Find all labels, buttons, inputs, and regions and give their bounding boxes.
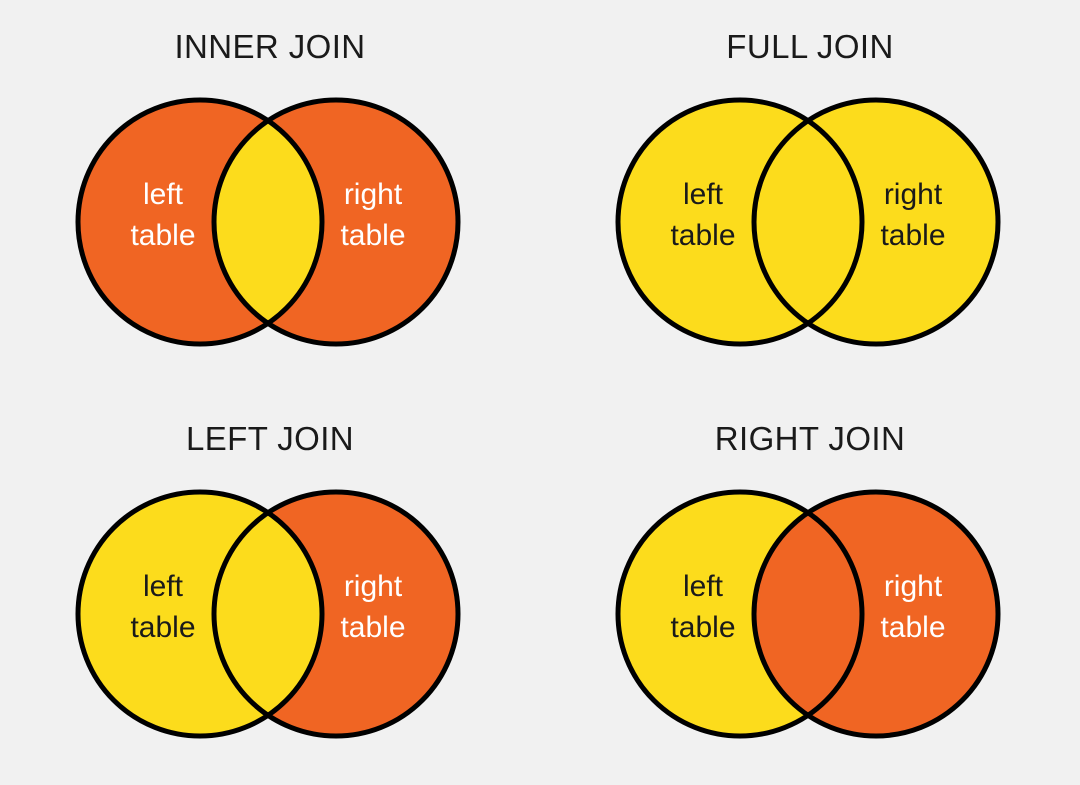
venn-left-label-line1: left (683, 570, 724, 603)
venn-intersection-right-join (754, 492, 862, 736)
venn-right-circle-outline-left-join (211, 489, 461, 739)
venn-intersection-inner-join (214, 100, 322, 344)
venn-right-label-line1: right (344, 178, 403, 211)
venn-right-circle-outline-inner-join (211, 97, 461, 347)
venn-right-label-line1: right (884, 570, 943, 603)
venn-left-label-line2: table (670, 611, 735, 644)
venn-right-label-right-join: right table (880, 570, 945, 644)
venn-right-label-line2: table (880, 219, 945, 252)
venn-left-label-line2: table (130, 611, 195, 644)
venn-left-circle-outline-full-join (615, 97, 865, 347)
venn-left-label-inner-join: left table (130, 178, 195, 252)
venn-right-label-inner-join: right table (340, 178, 405, 252)
venn-diagram-right-join: RIGHT JOIN left table right table (540, 392, 1080, 784)
venn-left-label-right-join: left table (670, 570, 735, 644)
venn-right-label-line1: right (344, 570, 403, 603)
venn-left-label-full-join: left table (670, 178, 735, 252)
venn-intersection-left-join (214, 492, 322, 736)
venn-left-label-line2: table (130, 219, 195, 252)
venn-right-circle-outline-right-join (751, 489, 1001, 739)
venn-svg-right-join: left table right table (615, 489, 1001, 739)
venn-title-right-join: RIGHT JOIN (714, 420, 906, 457)
venn-diagram-full-join: FULL JOIN left table right table (540, 0, 1080, 392)
venn-circles-right-join: left table right table (540, 392, 1080, 784)
venn-svg-full-join: left table right table (615, 97, 1001, 347)
venn-intersection-full-join (754, 100, 862, 344)
venn-left-circle-outline-right-join (615, 489, 865, 739)
venn-right-label-left-join: right table (340, 570, 405, 644)
venn-title-full-join: FULL JOIN (726, 28, 894, 65)
venn-left-circle-outline-inner-join (75, 97, 325, 347)
venn-right-circle-outline-full-join (751, 97, 1001, 347)
venn-right-label-line2: table (340, 611, 405, 644)
venn-title-inner-join: INNER JOIN (174, 28, 366, 65)
venn-svg-inner-join: left table right table (75, 97, 461, 347)
venn-right-label-line2: table (340, 219, 405, 252)
venn-right-label-line1: right (884, 178, 943, 211)
venn-title-left-join: LEFT JOIN (185, 420, 355, 457)
venn-circles-full-join: left table right table (540, 0, 1080, 392)
venn-left-label-line1: left (143, 570, 184, 603)
venn-left-label-left-join: left table (130, 570, 195, 644)
venn-left-label-line1: left (683, 178, 724, 211)
venn-circles-left-join: left table right table (0, 392, 540, 784)
venn-left-circle-outline-left-join (75, 489, 325, 739)
venn-right-label-full-join: right table (880, 178, 945, 252)
venn-circles-inner-join: left table right table (0, 0, 540, 392)
venn-right-label-line2: table (880, 611, 945, 644)
venn-left-label-line2: table (670, 219, 735, 252)
venn-svg-left-join: left table right table (75, 489, 461, 739)
venn-left-label-line1: left (143, 178, 184, 211)
venn-diagram-left-join: LEFT JOIN left table right table (0, 392, 540, 784)
venn-diagram-inner-join: INNER JOIN left table right table (0, 0, 540, 392)
